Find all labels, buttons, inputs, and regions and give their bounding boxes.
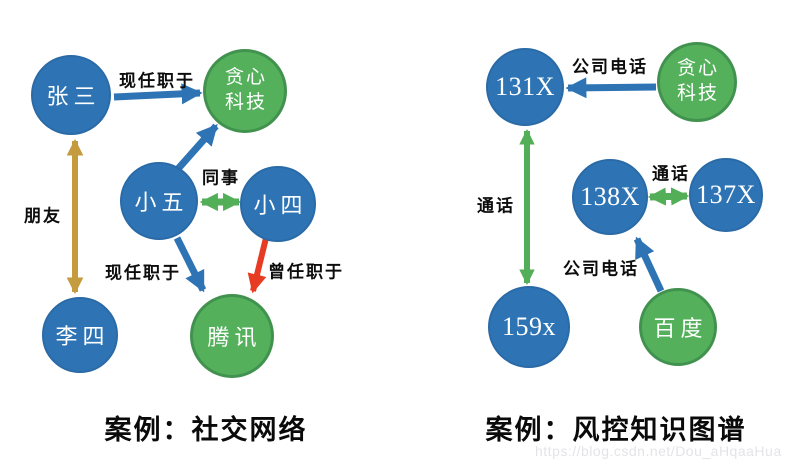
node-xiaowu: 小五 [120,162,198,240]
edge-138x-137x-call [647,187,690,206]
right-caption: 案例：风控知识图谱 [485,415,747,445]
edge-label-call-vertical: 通话 [477,196,515,216]
watermark-url: https://blog.csdn.net/Dou_aHqaaHua [535,443,782,459]
node-phone-159x: 159x [488,286,570,368]
node-phone-138x: 138X [572,159,648,235]
edge-label-company-phone-bottom: 公司电话 [563,259,639,279]
node-lisi: 李四 [42,297,118,373]
node-xiaosi: 小四 [240,166,316,242]
edge-label-colleague: 同事 [202,168,240,188]
edge-label-call-horizontal: 通话 [652,164,690,184]
edge-baidu-to-138x [633,236,665,293]
node-tanxin-keji-2: 贪心 科技 [657,42,737,122]
node-tengxun: 腾讯 [190,294,274,378]
node-baidu: 百度 [639,288,717,366]
edge-xiaowu-to-tengxun [173,236,207,293]
node-tanxin-keji: 贪心 科技 [203,49,287,133]
edge-xiaowu-to-tanxin [174,123,219,173]
edge-tanxin-to-131x [565,77,657,99]
node-phone-137x: 137X [689,158,763,232]
edge-xiaosi-to-tengxun [247,237,269,294]
node-zhangsan: 张三 [31,55,111,135]
edge-label-company-phone-top: 公司电话 [572,57,648,77]
node-phone-131x: 131X [486,48,564,126]
edge-zhangsan-to-tanxin [113,83,203,105]
left-caption: 案例：社交网络 [104,415,308,445]
edge-label-formerly-worked-at: 曾任职于 [268,262,344,282]
edge-label-friend: 朋友 [24,206,62,226]
edge-label-currently-works-at-top: 现任职于 [119,71,195,91]
edge-label-currently-works-at-bottom: 现任职于 [105,263,181,283]
